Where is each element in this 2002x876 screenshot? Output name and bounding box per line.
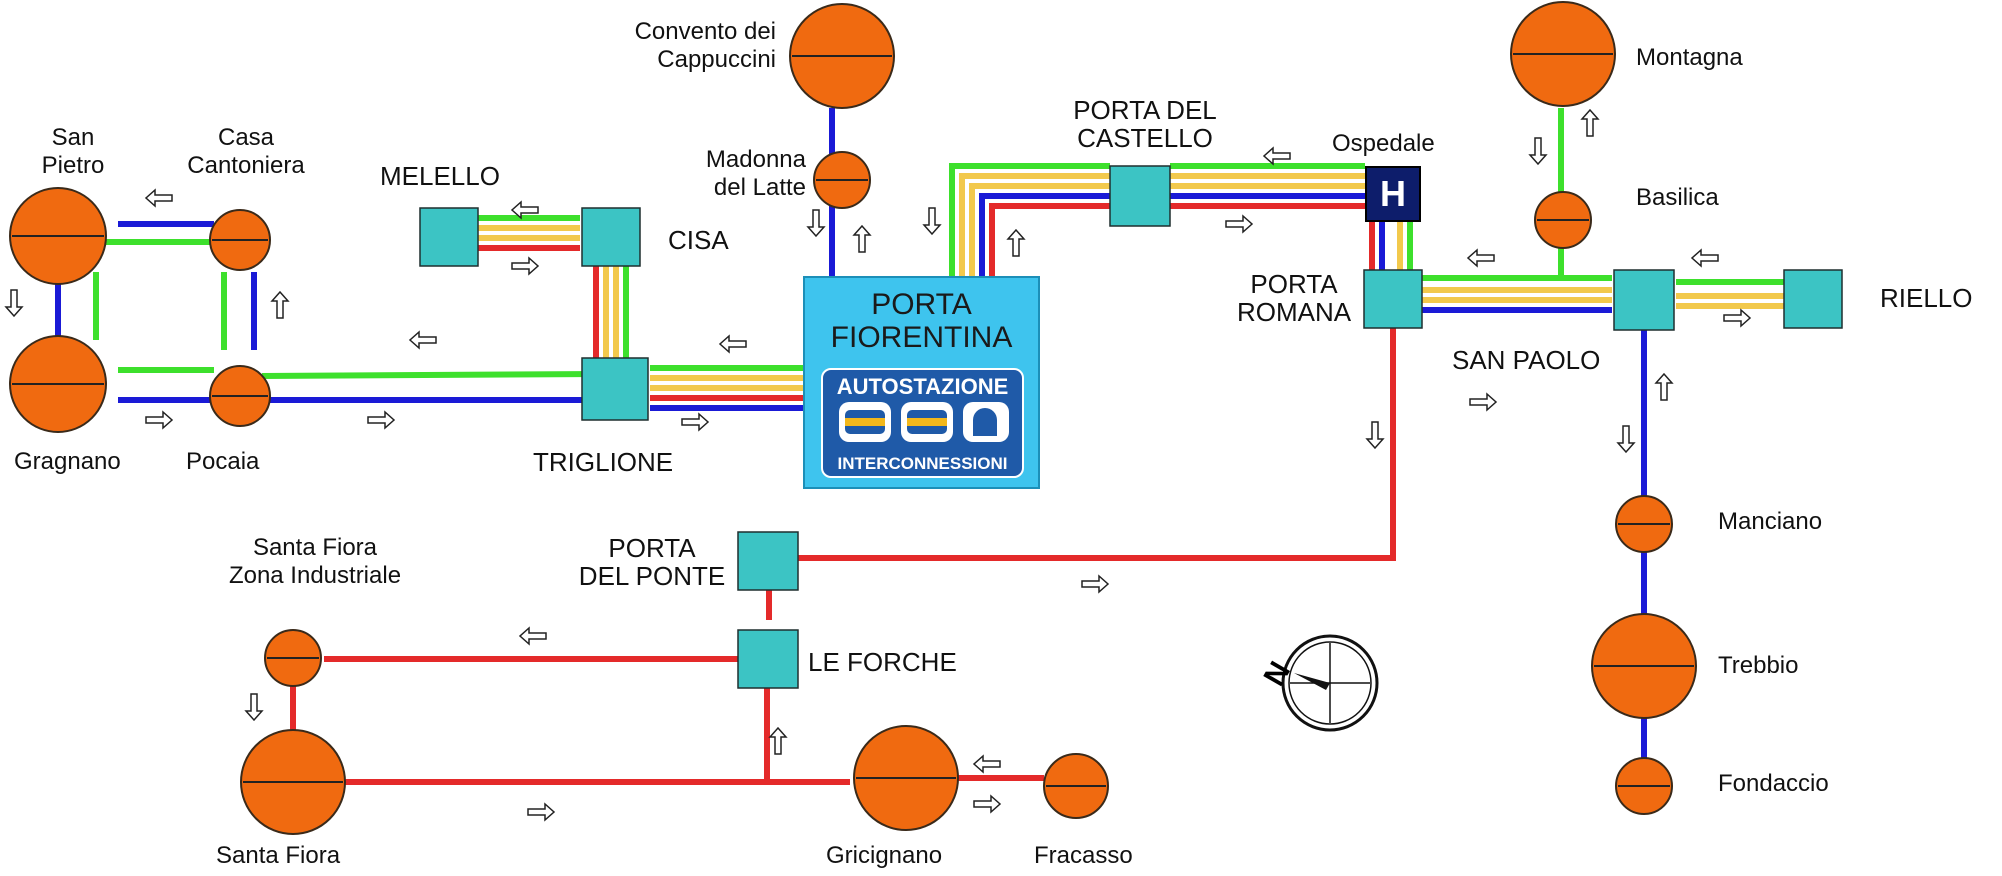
arrow-u-icon <box>1580 108 1600 137</box>
label-basilica: Basilica <box>1636 184 1719 211</box>
arrow-l-icon <box>144 188 173 208</box>
route-line-yellow <box>959 173 1110 276</box>
label-santa-fiora-zi: Santa Fiora Zona Industriale <box>228 534 402 589</box>
arrow-d-icon <box>1365 421 1385 450</box>
route-line-green <box>261 371 601 379</box>
label-manciano: Manciano <box>1718 508 1823 535</box>
arrow-l-icon <box>972 754 1001 774</box>
hospital-icon: H <box>1365 166 1421 222</box>
station-triglione <box>581 357 649 421</box>
arrow-l-icon <box>1262 146 1291 166</box>
route-lines <box>55 108 1784 790</box>
arrow-l-icon <box>1466 248 1495 268</box>
arrow-u-icon <box>270 290 290 319</box>
station-porta-del-ponte <box>737 531 799 591</box>
label-montagna: Montagna <box>1636 44 1743 71</box>
arrow-l-icon <box>518 626 547 646</box>
station-porta-del-castello <box>1109 165 1171 227</box>
arrow-u-icon <box>768 726 788 755</box>
station-melello <box>419 207 479 267</box>
station-le-forche <box>737 629 799 689</box>
label-porta-romana: PORTA ROMANA <box>1236 269 1352 327</box>
route-line-green <box>949 163 1110 276</box>
label-santa-fiora: Santa Fiora <box>216 842 341 869</box>
stops <box>9 1 1697 835</box>
label-le-forche: LE FORCHE <box>808 647 957 677</box>
compass-icon: N <box>1258 634 1379 732</box>
hub-title: PORTA FIORENTINA <box>830 288 1013 354</box>
autostazione-logo: AUTOSTAZIONE INTERCONNESSIONI <box>821 368 1024 478</box>
arrow-r-icon <box>367 410 396 430</box>
train-icon <box>963 402 1009 442</box>
label-san-paolo: SAN PAOLO <box>1452 345 1601 375</box>
station-san-paolo <box>1613 269 1675 331</box>
label-cisa: CISA <box>668 225 729 255</box>
arrow-d-icon <box>1616 425 1636 454</box>
direction-arrows <box>4 108 1752 822</box>
route-line-red <box>796 326 1396 561</box>
bus-icon <box>839 402 891 442</box>
arrow-r-icon <box>527 802 556 822</box>
route-line-red <box>989 203 1110 276</box>
arrow-r-icon <box>511 256 540 276</box>
route-line-blue <box>979 193 1110 276</box>
arrow-l-icon <box>510 200 539 220</box>
label-porta-ponte: PORTA DEL PONTE <box>578 533 726 591</box>
arrow-u-icon <box>1654 372 1674 401</box>
arrow-r-icon <box>1081 574 1110 594</box>
arrow-r-icon <box>1225 214 1254 234</box>
arrow-d-icon <box>922 207 942 236</box>
arrow-u-icon <box>1006 228 1026 257</box>
label-pocaia: Pocaia <box>186 448 260 475</box>
station-riello <box>1783 269 1843 329</box>
stations <box>419 165 1843 689</box>
label-melello: MELELLO <box>380 161 500 191</box>
label-gricignano: Gricignano <box>826 842 943 869</box>
arrow-d-icon <box>1528 137 1548 166</box>
label-triglione: TRIGLIONE <box>533 447 674 477</box>
arrow-r-icon <box>1469 392 1498 412</box>
route-line-yellow <box>969 183 1110 276</box>
station-porta-romana <box>1363 269 1423 329</box>
arrow-r-icon <box>973 794 1002 814</box>
label-riello: RIELLO <box>1880 283 1973 313</box>
arrow-l-icon <box>408 330 437 350</box>
label-gragnano: Gragnano <box>14 448 121 475</box>
label-convento: Convento dei Cappuccini <box>634 18 776 73</box>
station-cisa <box>581 207 641 267</box>
arrow-d-icon <box>4 289 24 318</box>
label-san-pietro: San Pietro <box>41 124 105 179</box>
arrow-r-icon <box>681 412 710 432</box>
arrow-l-icon <box>718 334 747 354</box>
interconnessioni-label: INTERCONNESSIONI <box>837 454 1008 473</box>
label-trebbio: Trebbio <box>1718 652 1799 679</box>
porta-fiorentina-hub[interactable]: PORTA FIORENTINA AUTOSTAZIONE INTERCONNE… <box>803 276 1040 489</box>
label-casa-cantoniera: Casa Cantoniera <box>187 124 305 179</box>
autostazione-label: AUTOSTAZIONE <box>836 374 1009 399</box>
label-madonna: Madonna del Latte <box>705 146 806 201</box>
label-ospedale: Ospedale <box>1332 130 1435 157</box>
label-fondaccio: Fondaccio <box>1718 770 1829 797</box>
arrow-d-icon <box>806 209 826 238</box>
arrow-u-icon <box>852 224 872 253</box>
label-fracasso: Fracasso <box>1034 842 1133 869</box>
bus-icon <box>901 402 953 442</box>
arrow-r-icon <box>1723 308 1752 328</box>
arrow-l-icon <box>1690 248 1719 268</box>
arrow-d-icon <box>244 693 264 722</box>
arrow-r-icon <box>145 410 174 430</box>
label-porta-castello: PORTA DEL CASTELLO <box>1073 95 1217 153</box>
